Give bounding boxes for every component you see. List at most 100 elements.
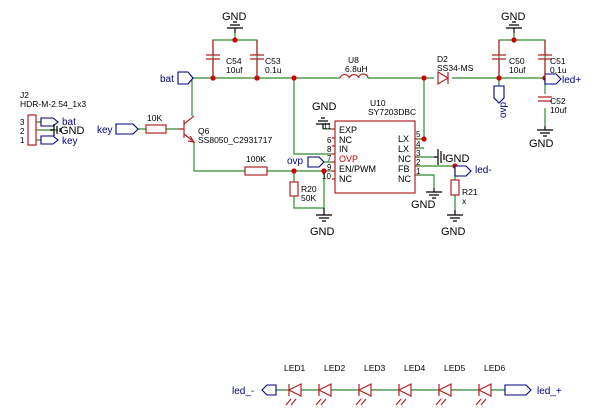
capacitor-c52: C52 10uf xyxy=(538,96,567,115)
net-label-led-minus: led- xyxy=(475,165,492,176)
gnd-symbol-c52: GND xyxy=(529,126,554,150)
capacitor-value: 0.1u xyxy=(265,65,282,75)
inductor-value: 6.8uH xyxy=(345,64,368,74)
net-label-key: key xyxy=(97,125,113,136)
ic-pin-num: 5 xyxy=(416,130,421,139)
ic-pin-name: EN/PWM xyxy=(339,164,376,174)
resistor-ref: R21 xyxy=(462,187,478,197)
transistor-ref: Q6 xyxy=(198,126,210,136)
connector-value: HDR-M-2.54_1x3 xyxy=(20,99,86,109)
gnd-label: GND xyxy=(529,138,554,150)
gnd-label: GND xyxy=(60,125,85,137)
ic-pin-name: LX xyxy=(398,134,409,144)
resistor-base: 10K xyxy=(145,113,167,134)
ic-pin-num: 9 xyxy=(327,163,332,172)
net-label-bat: bat xyxy=(62,117,76,128)
transistor-q6: Q6 SS8050_C2931717 xyxy=(178,115,272,145)
net-flag-ovp-left: ovp xyxy=(287,156,325,168)
led-ref: LED2 xyxy=(324,363,346,373)
inductor-ref: U8 xyxy=(348,55,359,65)
gnd-symbol-nc1: GND xyxy=(411,188,442,211)
led-ref: LED5 xyxy=(444,363,466,373)
net-label-led-under-plus: led_+ xyxy=(537,386,562,397)
connector-pin-2: 2 xyxy=(20,127,25,136)
net-label-led-plus: led+ xyxy=(562,75,581,86)
diode-d2: D2 SS34-MS xyxy=(437,54,474,86)
resistor-value: 50K xyxy=(301,193,316,203)
gnd-label: GND xyxy=(501,11,526,23)
resistor-r21: R21 x xyxy=(450,179,478,206)
gnd-label: GND xyxy=(312,101,337,113)
resistor-value: 100K xyxy=(246,154,266,164)
net-flag-bat: bat xyxy=(160,71,194,85)
diode-ref: D2 xyxy=(437,54,448,64)
ic-pin-num: 10 xyxy=(322,172,331,181)
inductor-u8: U8 6.8uH xyxy=(339,55,369,79)
resistor-value: x xyxy=(462,196,467,206)
ic-u10: U10 SY7203DBC 11 EXP 6 NC 8 IN 7 OVP 9 E… xyxy=(322,98,421,194)
net-label-key: key xyxy=(62,136,78,147)
ic-pin-num: 1 xyxy=(416,167,421,176)
junction-dots xyxy=(210,37,548,174)
capacitor-ref: C52 xyxy=(550,96,566,106)
net-label-bat: bat xyxy=(160,74,174,85)
net-flag-led-under-minus: led_- xyxy=(232,384,277,397)
connector-j2: J2 HDR-M-2.54_1x3 3 2 1 bat GND key xyxy=(20,90,86,147)
resistor-value: 10K xyxy=(147,113,162,123)
led-ref: LED4 xyxy=(404,363,426,373)
ic-pin-name: LX xyxy=(398,144,409,154)
transistor-value: SS8050_C2931717 xyxy=(198,135,272,145)
connector-pin-1: 1 xyxy=(20,136,25,145)
wire-network xyxy=(36,33,546,391)
ic-pin-name: NC xyxy=(398,154,411,164)
gnd-symbol-r20: GND xyxy=(310,208,335,238)
ic-pin-name: NC xyxy=(339,135,352,145)
ic-pin-num: 6 xyxy=(327,136,332,145)
net-label-ovp: ovp xyxy=(498,101,509,118)
ic-pin-name: EXP xyxy=(339,125,357,135)
capacitor-value: 0.1u xyxy=(550,65,567,75)
net-flag-key: key xyxy=(97,123,139,136)
led-ref: LED3 xyxy=(364,363,386,373)
diode-value: SS34-MS xyxy=(437,63,474,73)
capacitor-ref: C50 xyxy=(509,56,525,66)
resistor-r20: R20 50K xyxy=(289,181,317,203)
gnd-symbol-c54: GND xyxy=(222,11,247,33)
ic-pin-num: 2 xyxy=(416,158,421,167)
ic-pin-num: 7 xyxy=(327,154,332,163)
capacitor-ref: C53 xyxy=(265,56,281,66)
resistor-en: 100K xyxy=(244,154,268,176)
led-3: LED3 xyxy=(355,363,386,406)
capacitor-value: 10uf xyxy=(226,65,243,75)
net-flag-ovp-top: ovp xyxy=(493,85,509,118)
connector-ref: J2 xyxy=(20,90,29,100)
capacitor-c54: C54 10uf xyxy=(206,40,243,78)
led-6: LED6 xyxy=(475,363,506,406)
ic-pin-name: FB xyxy=(398,164,410,174)
gnd-label: GND xyxy=(441,226,466,238)
gnd-label: GND xyxy=(222,11,247,23)
gnd-label: GND xyxy=(310,226,335,238)
led-5: LED5 xyxy=(435,363,466,406)
net-label-ovp: ovp xyxy=(287,156,304,167)
ic-pin-num: 4 xyxy=(416,140,421,149)
led-ref: LED1 xyxy=(284,363,306,373)
net-flag-led-plus: led+ xyxy=(544,73,581,86)
capacitor-c53: C53 0.1u xyxy=(250,40,282,78)
ic-ref: U10 xyxy=(370,98,386,108)
ic-pin-name: NC xyxy=(339,174,352,184)
net-flag-led-under-plus: led_+ xyxy=(504,384,562,397)
capacitor-value: 10uf xyxy=(550,105,567,115)
led-ref: LED6 xyxy=(484,363,506,373)
gnd-label: GND xyxy=(411,199,436,211)
ic-pin-name: NC xyxy=(398,174,411,184)
connector-pin-3: 3 xyxy=(20,118,25,127)
capacitor-ref: C51 xyxy=(550,56,566,66)
net-label-led-under-minus: led_- xyxy=(232,386,254,397)
capacitor-ref: C54 xyxy=(226,56,242,66)
net-flag-led-minus: led- xyxy=(454,165,492,177)
capacitor-c51: C51 0.1u xyxy=(538,40,567,78)
gnd-symbol-exp: GND xyxy=(312,101,337,129)
gnd-label: GND xyxy=(445,153,470,165)
